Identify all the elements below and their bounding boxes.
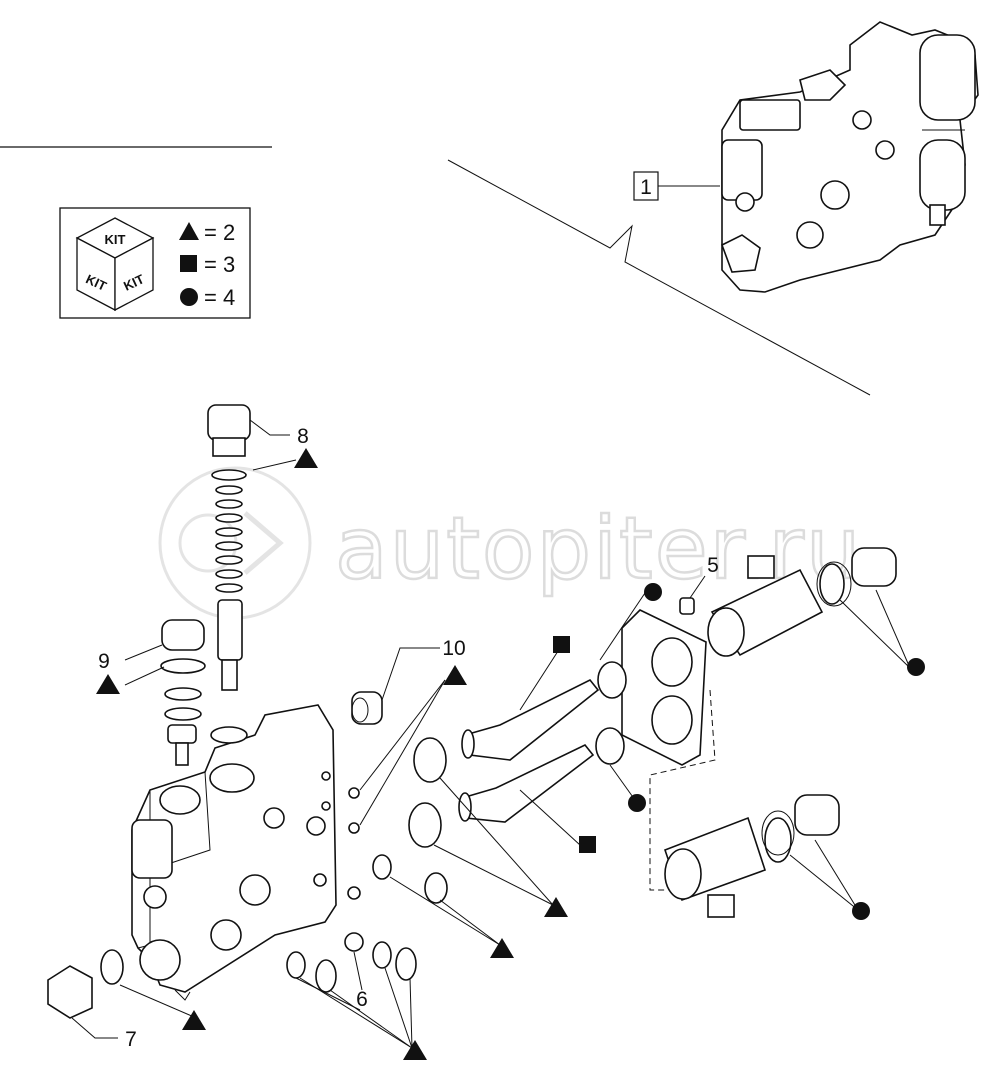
relief-valve-stack bbox=[207, 404, 251, 744]
circle-icon bbox=[852, 902, 870, 920]
spool-upper bbox=[461, 678, 600, 761]
triangle-icon bbox=[403, 1040, 427, 1060]
callout-8: 8 bbox=[297, 425, 309, 448]
callout-1: 1 bbox=[640, 176, 652, 199]
circle-icon bbox=[180, 288, 198, 306]
triangle-icon bbox=[544, 897, 568, 917]
leader-lines bbox=[71, 185, 911, 1049]
circle-icon bbox=[628, 794, 646, 812]
gasket-plate bbox=[621, 609, 716, 891]
o-rings bbox=[100, 561, 852, 993]
square-icon bbox=[553, 636, 570, 653]
spool-lower bbox=[458, 744, 595, 823]
triangle-icon bbox=[96, 674, 120, 694]
circle-icon bbox=[907, 658, 925, 676]
plug-nine bbox=[160, 619, 206, 766]
triangle-icon bbox=[294, 448, 318, 468]
callout-9: 9 bbox=[98, 650, 110, 673]
square-icon bbox=[579, 836, 596, 853]
callouts: 1 5 6 7 8 9 10 bbox=[98, 171, 719, 1051]
solenoid-lower bbox=[663, 794, 840, 918]
callout-5: 5 bbox=[707, 554, 719, 577]
valve-body bbox=[131, 704, 337, 1001]
solenoid-upper bbox=[707, 547, 897, 657]
kit-legend: KIT KIT KIT = 2 = 3 = 4 bbox=[59, 207, 251, 319]
triangle-icon bbox=[182, 1010, 206, 1030]
square-icon bbox=[180, 255, 197, 272]
kit-markers bbox=[96, 448, 925, 1060]
circle-icon bbox=[644, 583, 662, 601]
assembled-valve-detail bbox=[447, 21, 979, 396]
kit-triangle-label: = 2 bbox=[204, 220, 235, 245]
kit-cube-top-text: KIT bbox=[105, 232, 126, 247]
triangle-icon bbox=[179, 222, 199, 240]
callout-10: 10 bbox=[442, 637, 465, 660]
callout-7: 7 bbox=[125, 1028, 137, 1051]
plug-seven bbox=[47, 965, 93, 1019]
triangle-icon bbox=[490, 938, 514, 958]
screw-five bbox=[679, 597, 695, 615]
callout-6: 6 bbox=[356, 988, 368, 1011]
triangle-icon bbox=[443, 665, 467, 685]
plug-ten bbox=[347, 691, 383, 900]
kit-circle-label: = 4 bbox=[204, 285, 235, 310]
kit-cube-icon: KIT KIT KIT bbox=[75, 217, 155, 312]
callout-1-box bbox=[633, 171, 659, 201]
kit-square-label: = 3 bbox=[204, 252, 235, 277]
